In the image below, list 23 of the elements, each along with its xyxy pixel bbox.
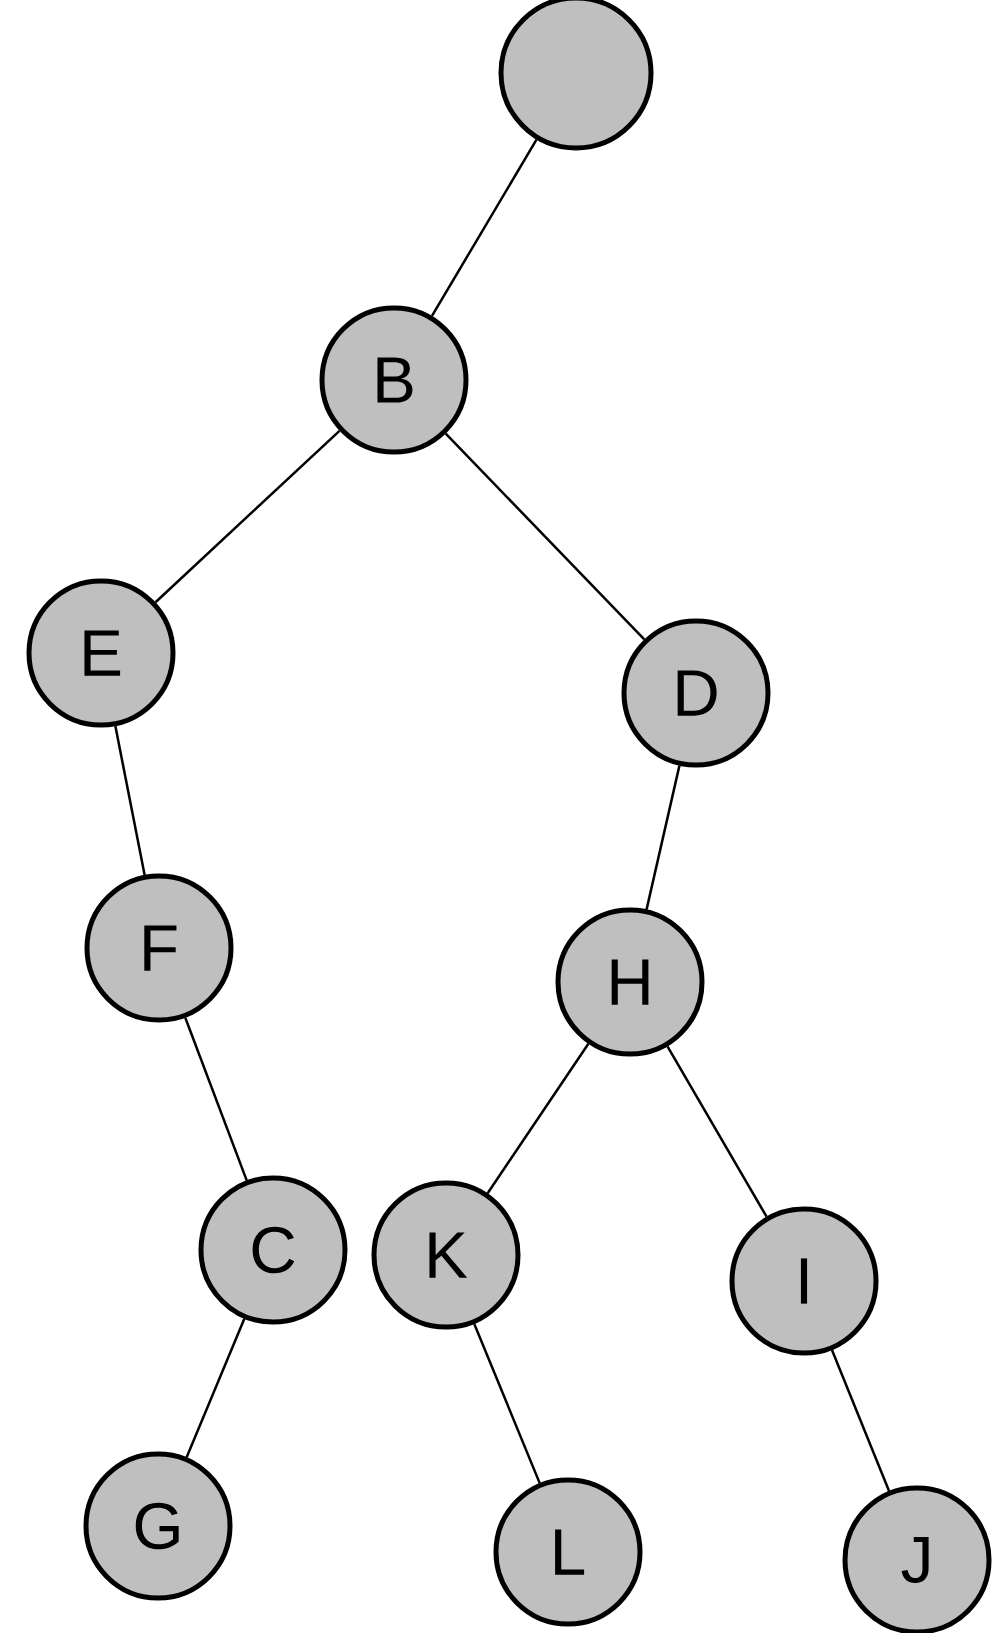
tree-edge <box>430 139 538 317</box>
tree-node: K <box>371 1180 521 1330</box>
tree-edge <box>830 1349 891 1492</box>
tree-node: H <box>555 907 705 1057</box>
tree-node: L <box>493 1477 643 1627</box>
tree-edge <box>473 1323 541 1484</box>
tree-edge <box>486 1043 590 1194</box>
empty-tree-node <box>498 0 654 151</box>
tree-edge <box>666 1045 768 1218</box>
tree-edge <box>645 765 681 910</box>
tree-node: C <box>198 1175 348 1325</box>
tree-node: E <box>26 578 176 728</box>
tree-edge <box>444 432 646 641</box>
tree-node: I <box>729 1206 879 1356</box>
tree-node: J <box>842 1485 992 1633</box>
tree-node: F <box>84 873 234 1023</box>
tree-node: G <box>83 1451 233 1601</box>
tree-node: B <box>319 305 469 455</box>
tree-edge <box>114 725 146 876</box>
tree-node: D <box>621 618 771 768</box>
tree-edge <box>185 1318 246 1458</box>
tree-edge <box>154 429 341 604</box>
tree-edge <box>184 1017 248 1181</box>
